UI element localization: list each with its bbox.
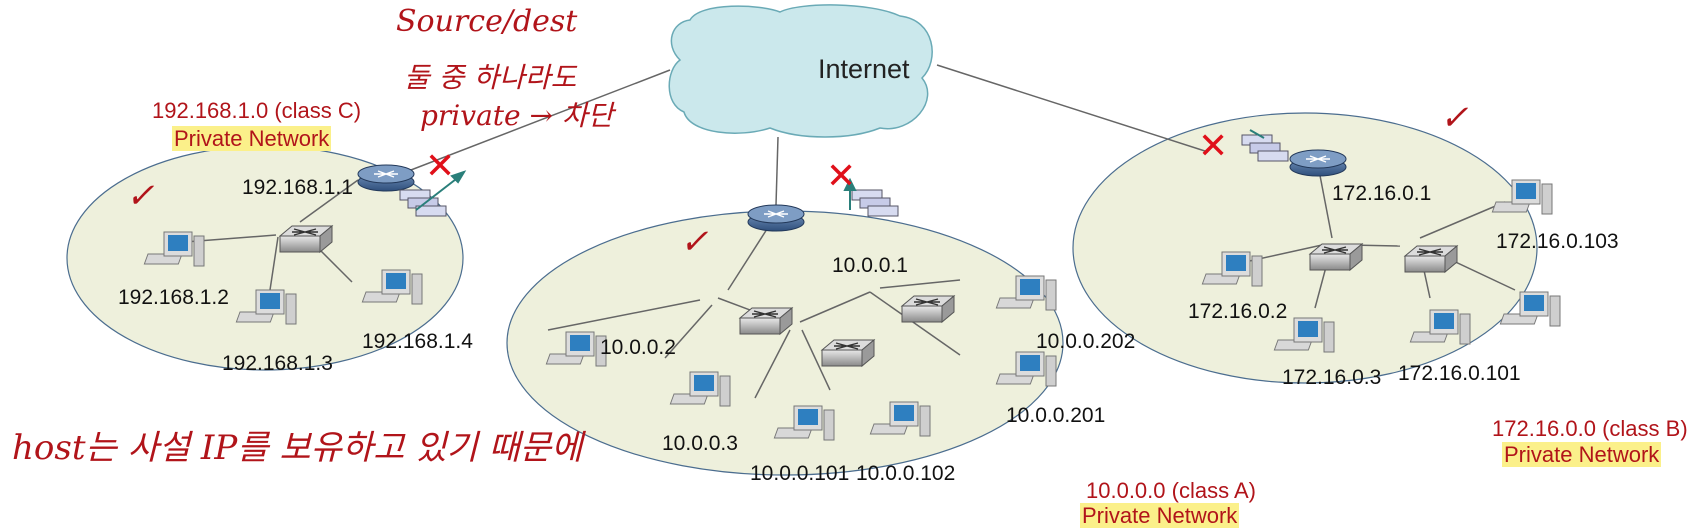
switch-a3-icon	[901, 295, 955, 323]
note-either-one: 둘 중 하나라도	[404, 61, 577, 94]
router-c-ip: 192.168.1.1	[242, 176, 353, 199]
network-c-subtitle-wrap: Private Network	[172, 126, 332, 152]
host-c-ip-2: 192.168.1.3	[222, 352, 333, 375]
router-b-icon	[1289, 149, 1347, 177]
note-source-dest: Source/dest	[396, 4, 578, 39]
host-a-ip-5: 10.0.0.201	[1006, 404, 1106, 427]
note-private-block: private → 차단	[420, 99, 614, 132]
host-a-ip-1: 10.0.0.2	[600, 336, 676, 359]
router-b-ip: 172.16.0.1	[1332, 182, 1432, 205]
link-internet-c	[384, 69, 671, 181]
internet-label: Internet	[818, 54, 910, 84]
host-b-ip-3: 172.16.0.101	[1398, 362, 1521, 385]
network-b-subtitle: Private Network	[1502, 442, 1662, 467]
check-icon: ✓	[126, 176, 155, 216]
switch-b1-icon	[1309, 243, 1363, 271]
cross-icon: ✕	[1198, 126, 1229, 167]
host-b-ip-4: 172.16.0.103	[1496, 230, 1619, 253]
switch-b2-icon	[1404, 245, 1458, 273]
router-c-icon	[357, 164, 415, 192]
network-b-title: 172.16.0.0 (class B)	[1492, 416, 1688, 441]
host-a-ip-4: 10.0.0.102	[856, 462, 956, 485]
network-a-subtitle: Private Network	[1080, 503, 1240, 528]
network-b-subtitle-wrap: Private Network	[1502, 442, 1662, 468]
check-icon: ✓	[680, 222, 709, 262]
check-icon: ✓	[1440, 98, 1469, 138]
host-a-ip-6: 10.0.0.202	[1036, 330, 1136, 353]
link-internet-a	[775, 136, 779, 206]
link-internet-b	[936, 64, 1209, 153]
cross-icon: ✕	[826, 156, 857, 197]
switch-c1-icon	[279, 225, 333, 253]
host-a-ip-2: 10.0.0.3	[662, 432, 738, 455]
internet-cloud	[668, 4, 933, 138]
router-a-icon	[747, 204, 805, 232]
host-c-ip-1: 192.168.1.2	[118, 286, 229, 309]
network-c-title: 192.168.1.0 (class C)	[152, 98, 362, 123]
bottom-note: host는 사설 IP를 보유하고 있기 때문에	[12, 428, 583, 468]
network-a-title: 10.0.0.0 (class A)	[1086, 478, 1256, 503]
firewall-a-icon	[851, 189, 899, 217]
host-b-ip-2: 172.16.0.3	[1282, 366, 1382, 389]
cross-icon: ✕	[425, 146, 456, 187]
host-c-ip-3: 192.168.1.4	[362, 330, 473, 353]
router-a-ip: 10.0.0.1	[832, 254, 908, 277]
switch-a1-icon	[739, 307, 793, 335]
switch-a2-icon	[821, 339, 875, 367]
network-a-subtitle-wrap: Private Network	[1080, 503, 1240, 529]
network-c-subtitle: Private Network	[172, 126, 332, 151]
host-a-ip-3: 10.0.0.101	[750, 462, 850, 485]
host-b-ip-1: 172.16.0.2	[1188, 300, 1288, 323]
